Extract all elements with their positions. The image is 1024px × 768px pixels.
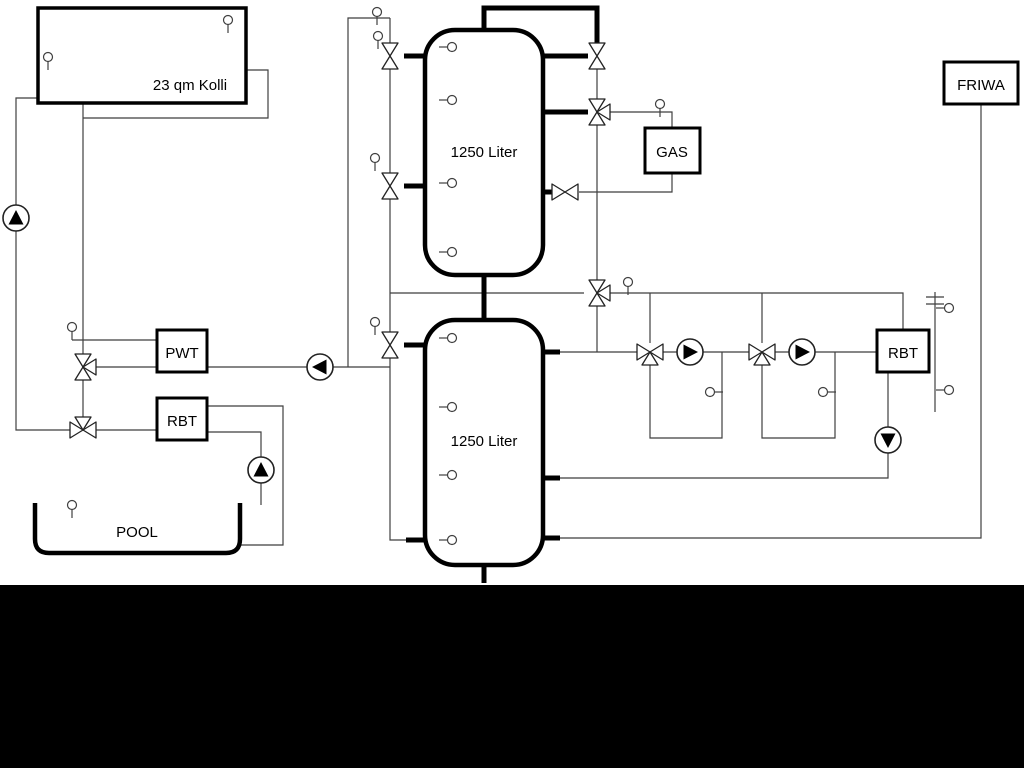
- pwt-label: PWT: [165, 345, 198, 362]
- pipes-thin: [15, 17, 982, 546]
- bottom-black-band: [0, 585, 1024, 768]
- pipe-segment: [207, 405, 284, 546]
- collector-label: 23 qm Kolli: [153, 77, 227, 94]
- friwa-box: [942, 60, 1020, 106]
- pipe-segment: [560, 104, 982, 539]
- pwt-heat-exchanger-box: [155, 328, 209, 374]
- labels: 23 qm Kolli 1250 Liter 1250 Liter GAS FR…: [116, 77, 1005, 541]
- pump-icon: [874, 426, 902, 454]
- pool-label: POOL: [116, 524, 158, 541]
- pipe-segment: [389, 18, 584, 541]
- rbt-left-heat-exchanger-box: [155, 396, 209, 442]
- rbt-right-heat-exchanger-box: [875, 328, 931, 374]
- gas-boiler-label: GAS: [656, 144, 688, 161]
- pump-icon: [247, 456, 275, 484]
- gas-boiler-box: [643, 126, 702, 175]
- buffer-tank-bottom: [422, 317, 546, 568]
- buffer-tank-top: [422, 27, 546, 278]
- pump-icon: [676, 338, 704, 366]
- tank-bottom-label: 1250 Liter: [451, 433, 518, 450]
- pipe-segment: [649, 352, 836, 439]
- pipe-segment: [579, 69, 673, 352]
- pipe-segment: [560, 292, 904, 353]
- pump-icon: [2, 204, 30, 232]
- pool-basin: [32, 503, 243, 556]
- rbt-right-label: RBT: [888, 345, 918, 362]
- pipe-segment-thick: [404, 5, 600, 583]
- friwa-label: FRIWA: [957, 77, 1005, 94]
- pump-icon: [306, 353, 334, 381]
- solar-collector-box: [36, 6, 248, 105]
- tank-top-label: 1250 Liter: [451, 144, 518, 161]
- pipe-segment: [15, 17, 390, 431]
- pump-icon: [788, 338, 816, 366]
- pipes-thick: [404, 5, 600, 583]
- rbt-left-label: RBT: [167, 413, 197, 430]
